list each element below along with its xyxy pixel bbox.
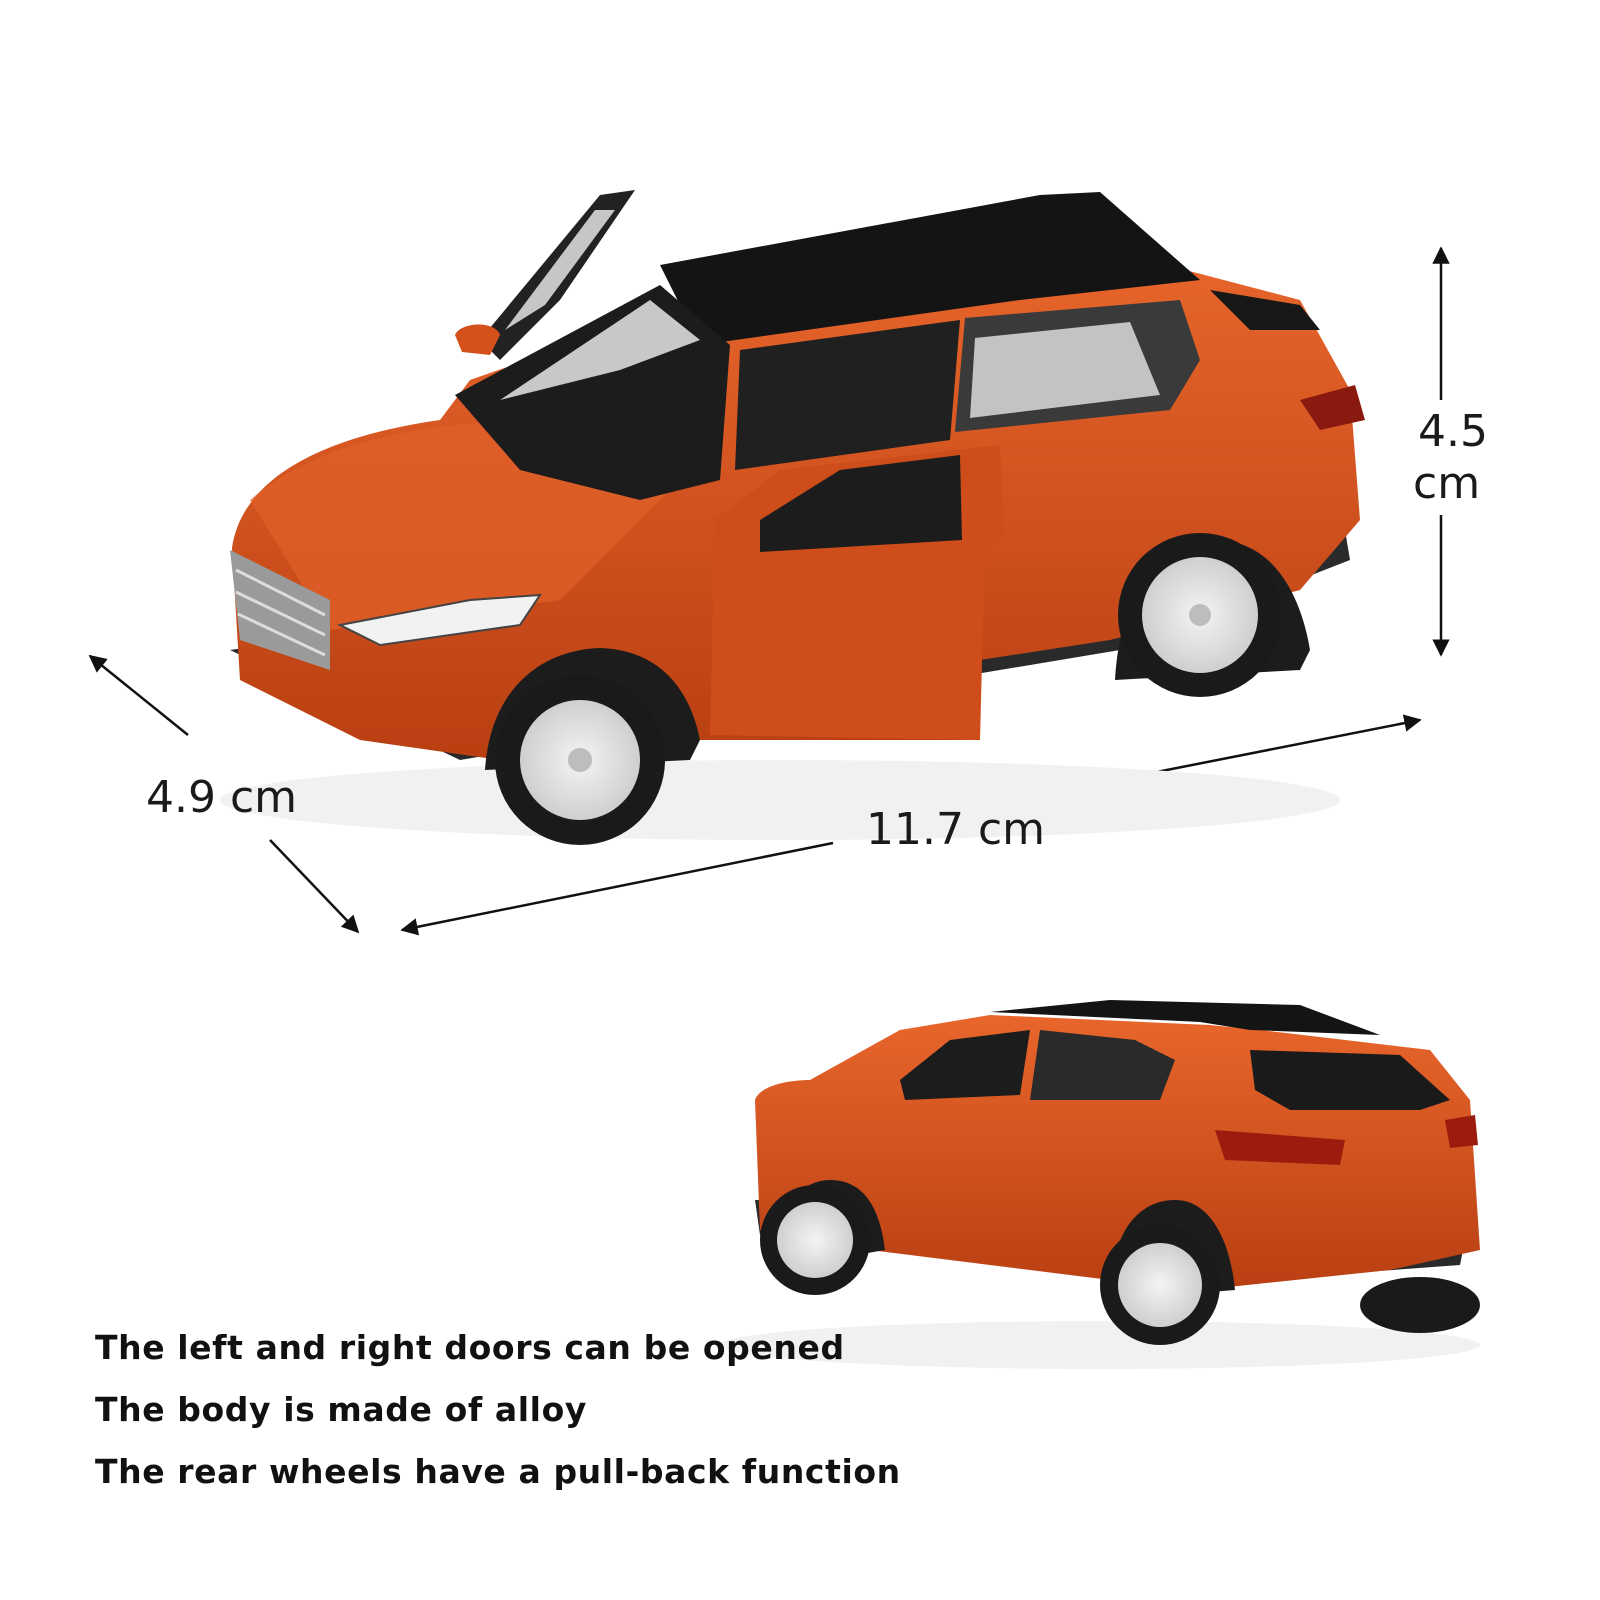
feature-list: The left and right doors can be opened T…	[95, 1328, 901, 1514]
feature-alloy-body: The body is made of alloy	[95, 1390, 587, 1429]
car-front-view	[220, 190, 1365, 845]
height-value-label: 4.5	[1418, 406, 1488, 457]
width-dimension-arrow	[88, 654, 360, 934]
feature-pull-back: The rear wheels have a pull-back functio…	[95, 1452, 901, 1491]
feature-doors: The left and right doors can be opened	[95, 1328, 845, 1367]
length-label: 11.7 cm	[866, 804, 1046, 855]
height-unit-label: cm	[1413, 458, 1481, 509]
car-rear-view	[720, 1000, 1480, 1369]
width-label: 4.9 cm	[146, 772, 298, 823]
